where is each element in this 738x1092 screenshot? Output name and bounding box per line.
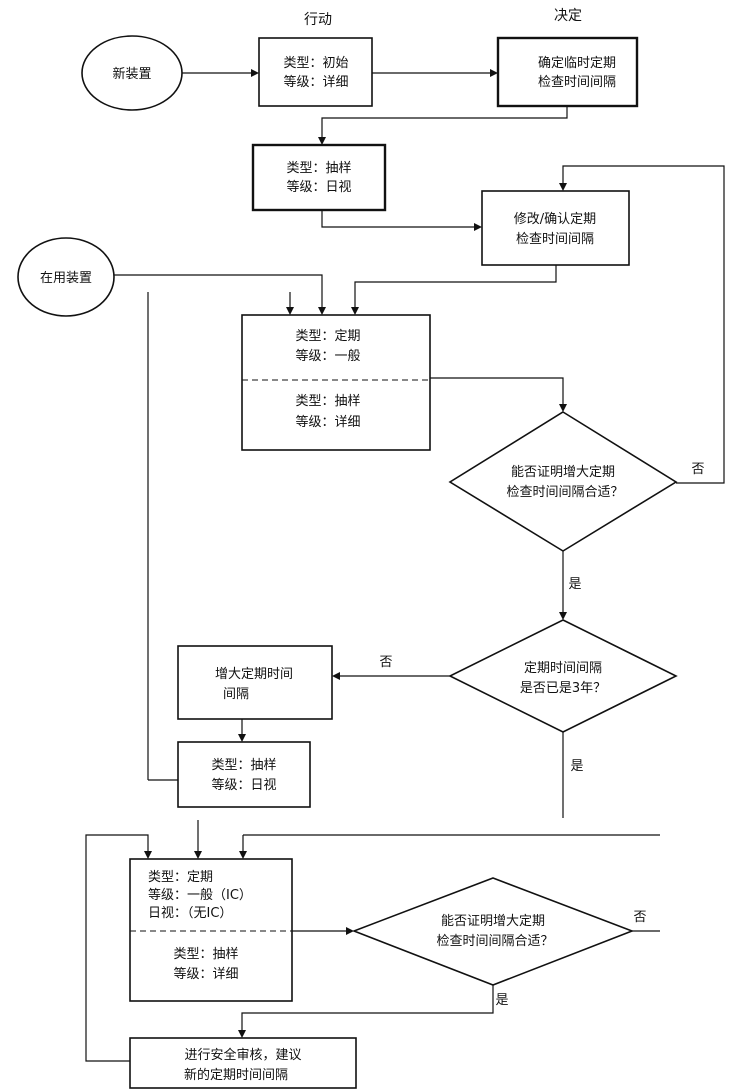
node-interval-3y: 定期时间间隔 是否已是3年？: [448, 619, 678, 733]
connectors: [85, 69, 725, 1062]
node-in-use-device-label: 在用装置: [40, 271, 92, 286]
node-sample-visual-2-line-1: 类型：抽样: [211, 758, 276, 773]
node-prove-increase-2: 能否证明增大定期 检查时间间隔合适？: [351, 877, 635, 986]
node-prove-increase-2-line-2: 检查时间间隔合适？: [436, 934, 553, 949]
node-increase-interval-line-2: 间隔: [223, 687, 249, 702]
node-modify-interval-line-2: 检查时间间隔: [516, 232, 594, 247]
node-sample-visual-2: 类型：抽样 等级：日视: [177, 741, 311, 808]
node-increase-interval: 增大定期时间 间隔: [177, 645, 333, 720]
node-periodic-general-line-2: 等级：一般: [295, 348, 360, 364]
edge-label-yes-1: 是: [568, 577, 581, 592]
header-decision: 决定: [554, 8, 582, 24]
edge-label-no-2: 否: [379, 655, 392, 670]
node-initial-line-1: 类型：初始: [283, 56, 348, 71]
node-interval-3y-line-1: 定期时间间隔: [524, 661, 602, 676]
node-sample-visual-1-line-2: 等级：日视: [286, 179, 351, 195]
node-periodic-general-line-1: 类型：定期: [295, 329, 360, 344]
node-prove-increase-1-line-1: 能否证明增大定期: [511, 465, 615, 480]
node-sample-visual-2-line-2: 等级：日视: [211, 777, 276, 793]
node-initial-inspection: 类型：初始 等级：详细: [258, 37, 373, 107]
node-new-device: 新装置: [81, 35, 183, 111]
node-periodic-ic-line-1: 类型：定期: [148, 870, 213, 885]
node-periodic-ic-line-2: 等级：一般（IC）: [148, 887, 252, 903]
node-set-interval-line-1: 确定临时定期: [538, 56, 616, 71]
node-safety-review-line-2: 新的定期时间间隔: [184, 1067, 288, 1083]
node-safety-review-line-1: 进行安全审核，建议: [184, 1047, 301, 1063]
node-periodic-general-line-4: 等级：详细: [295, 414, 360, 430]
node-set-interval: 确定临时定期 检查时间间隔: [496, 36, 639, 108]
node-in-use-device: 在用装置: [17, 237, 115, 317]
node-increase-interval-line-1: 增大定期时间: [215, 667, 293, 682]
node-periodic-ic-line-3: 日视：（无IC）: [148, 906, 232, 921]
node-periodic-general-line-3: 类型：抽样: [295, 394, 360, 409]
node-modify-interval-line-1: 修改/确认定期: [514, 212, 596, 227]
node-modify-interval: 修改/确认定期 检查时间间隔: [481, 190, 630, 266]
edge-label-no-3: 否: [633, 910, 646, 925]
node-interval-3y-line-2: 是否已是3年？: [520, 681, 606, 696]
node-sample-visual-1-line-1: 类型：抽样: [286, 161, 351, 176]
node-prove-increase-2-line-1: 能否证明增大定期: [441, 914, 545, 929]
node-periodic-ic-line-4: 类型：抽样: [173, 947, 238, 962]
edge-label-yes-3: 是: [495, 993, 508, 1008]
node-sample-visual-1: 类型：抽样 等级：日视: [251, 143, 387, 212]
node-periodic-ic-line-5: 等级：详细: [173, 966, 238, 982]
node-periodic-ic: 类型：定期 等级：一般（IC） 日视：（无IC） 类型：抽样 等级：详细: [129, 858, 293, 1002]
header-action: 行动: [304, 12, 332, 28]
node-prove-increase-1-line-2: 检查时间间隔合适？: [506, 485, 623, 500]
node-safety-review: 进行安全审核，建议 新的定期时间间隔: [129, 1037, 357, 1089]
edge-label-no-1: 否: [691, 462, 704, 477]
edge-label-yes-2: 是: [570, 759, 583, 774]
node-periodic-general: 类型：定期 等级：一般 类型：抽样 等级：详细: [241, 314, 431, 451]
node-new-device-label: 新装置: [112, 66, 151, 82]
node-set-interval-line-2: 检查时间间隔: [538, 75, 616, 90]
node-prove-increase-1: 能否证明增大定期 检查时间间隔合适？: [448, 411, 678, 552]
node-initial-line-2: 等级：详细: [283, 74, 348, 90]
